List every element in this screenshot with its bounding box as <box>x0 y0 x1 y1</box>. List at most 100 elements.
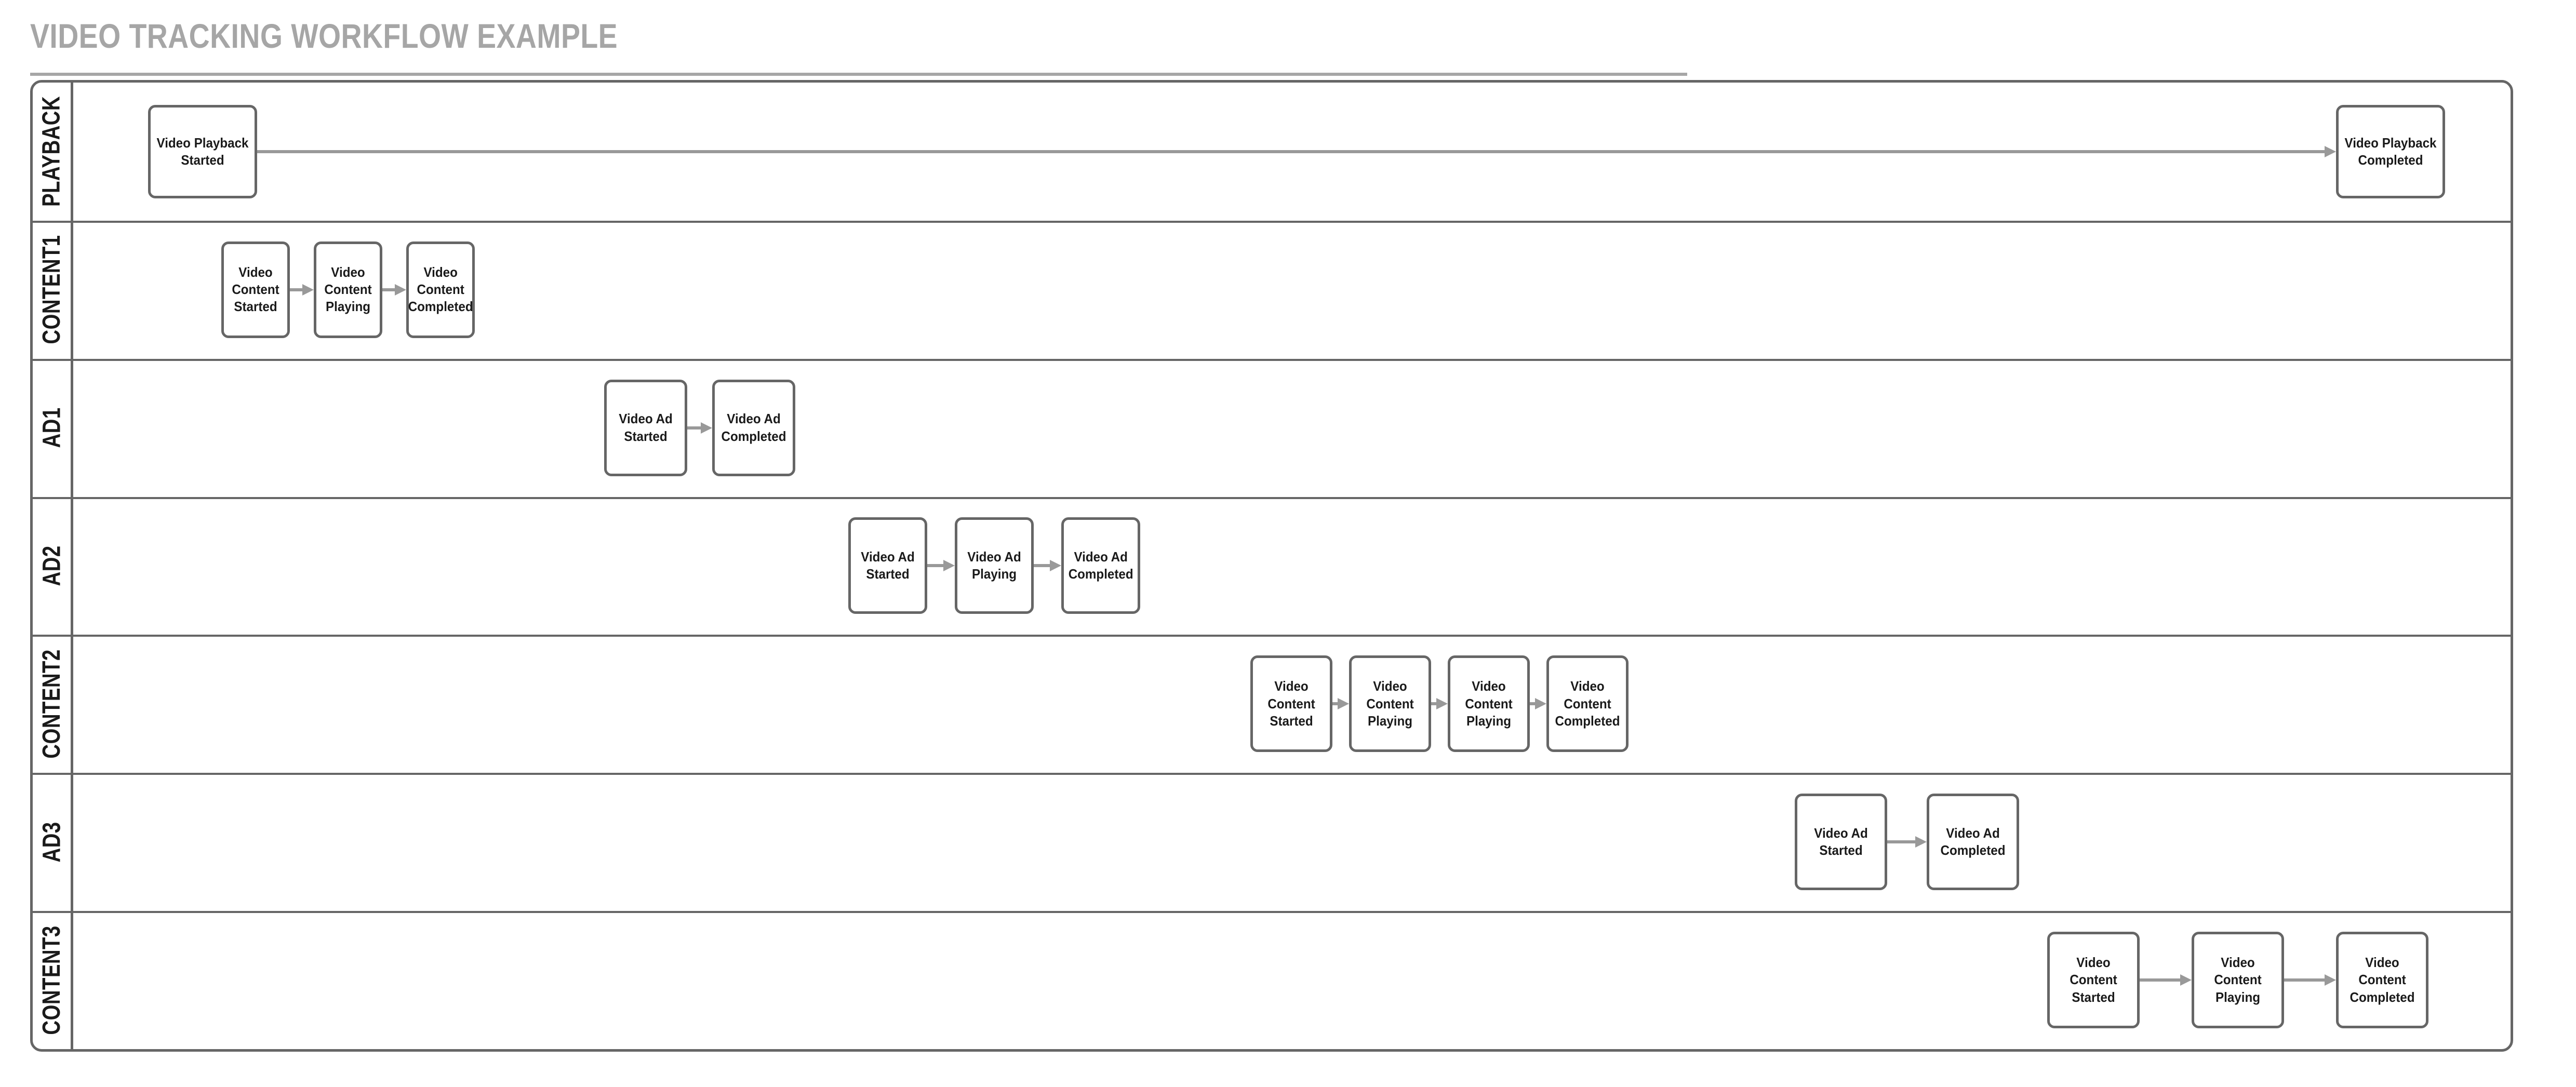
lane-header-content3[interactable]: CONTENT3 <box>33 911 73 1049</box>
connector-line <box>2284 978 2326 982</box>
lane-header-content2[interactable]: CONTENT2 <box>33 635 73 773</box>
flow-node-label: Video Ad Completed <box>1940 825 2006 858</box>
flow-node-label: Video Ad Completed <box>1068 549 1133 582</box>
lane-header-label: CONTENT1 <box>38 235 65 344</box>
flow-connector <box>2284 974 2336 986</box>
flow-connector <box>1034 560 1061 572</box>
lane-header-content1[interactable]: CONTENT1 <box>33 220 73 359</box>
flow-node[interactable]: Video Content Completed <box>406 241 475 338</box>
flow-node-label: Video Content Playing <box>1465 678 1513 729</box>
flow-connector <box>382 284 406 296</box>
flow-node[interactable]: Video Content Started <box>2047 932 2140 1029</box>
lane-body: Video Playback Started Video Playback Com… <box>73 83 2511 221</box>
lane-divider <box>33 496 2511 499</box>
connector-line <box>1431 702 1437 706</box>
swimlane-ad3: AD3 Video Ad Started Video Ad Completed <box>33 773 2511 911</box>
flow-node[interactable]: Video Ad Started <box>848 517 927 614</box>
title-divider <box>30 73 1687 76</box>
connector-line <box>257 150 2326 153</box>
flow-connector <box>1332 698 1349 710</box>
lane-header-label: AD2 <box>38 545 65 586</box>
connector-line <box>290 288 303 291</box>
flow-node[interactable]: Video Content Completed <box>1546 655 1629 753</box>
flow-node[interactable]: Video Ad Started <box>604 379 687 476</box>
flow-node[interactable]: Video Content Playing <box>314 241 382 338</box>
flow-node-label: Video Content Completed <box>408 264 473 315</box>
lane-divider <box>33 220 2511 223</box>
flow-node-label: Video Content Playing <box>324 264 372 315</box>
flow-connector <box>687 422 712 434</box>
arrow-head-icon <box>1436 698 1448 710</box>
connector-line <box>1034 564 1051 568</box>
flow-node[interactable]: Video Playback Started <box>148 104 257 198</box>
connector-line <box>2140 978 2181 982</box>
arrow-head-icon <box>2180 974 2192 986</box>
flow-connector <box>1887 836 1927 848</box>
arrow-head-icon <box>2325 145 2336 157</box>
flow-node-label: Video Ad Playing <box>967 549 1021 582</box>
arrow-head-icon <box>943 560 955 572</box>
lane-divider <box>33 773 2511 775</box>
flow-connector <box>257 145 2336 157</box>
lane-header-label: CONTENT2 <box>38 649 65 759</box>
lane-divider <box>33 635 2511 637</box>
flow-node[interactable]: Video Content Playing <box>1448 655 1530 753</box>
lane-body: Video Ad Started Video Ad Completed <box>73 773 2511 911</box>
flow-node-label: Video Content Playing <box>2214 955 2262 1005</box>
flow-node[interactable]: Video Ad Started <box>1795 794 1887 891</box>
flow-node[interactable]: Video Ad Completed <box>1061 517 1140 614</box>
lane-header-ad2[interactable]: AD2 <box>33 496 73 635</box>
flow-node-label: Video Ad Started <box>619 411 673 444</box>
lane-header-label: AD3 <box>38 822 65 863</box>
arrow-head-icon <box>701 422 712 434</box>
flow-connector <box>2140 974 2192 986</box>
flow-node[interactable]: Video Content Completed <box>2336 932 2428 1029</box>
arrow-head-icon <box>1050 560 1061 572</box>
connector-line <box>927 564 944 568</box>
title-block: VIDEO TRACKING WORKFLOW EXAMPLE <box>30 17 1687 76</box>
arrow-head-icon <box>2325 974 2336 986</box>
arrow-head-icon <box>1915 836 1927 848</box>
flow-node[interactable]: Video Content Started <box>1250 655 1332 753</box>
connector-line <box>382 288 396 291</box>
connector-line <box>1332 702 1339 706</box>
flow-node-label: Video Playback Started <box>156 135 249 168</box>
swimlane-ad2: AD2 Video Ad Started Video Ad Playing Video… <box>33 496 2511 635</box>
page-title: VIDEO TRACKING WORKFLOW EXAMPLE <box>30 17 618 55</box>
flow-connector <box>290 284 314 296</box>
arrow-head-icon <box>1535 698 1546 710</box>
flow-node-label: Video Content Started <box>232 264 279 315</box>
connector-line <box>1530 702 1536 706</box>
flow-node[interactable]: Video Content Playing <box>1349 655 1431 753</box>
lane-body: Video Content Started Video Content Playi… <box>73 221 2511 359</box>
lane-header-label: PLAYBACK <box>38 96 66 207</box>
lane-body: Video Content Started Video Content Playi… <box>73 635 2511 773</box>
flow-node[interactable]: Video Content Started <box>221 241 290 338</box>
flow-node-label: Video Ad Completed <box>721 411 786 444</box>
flow-node[interactable]: Video Content Playing <box>2192 932 2284 1029</box>
lane-header-playback[interactable]: PLAYBACK <box>33 83 73 221</box>
lane-body: Video Content Started Video Content Playi… <box>73 911 2511 1049</box>
lane-header-ad1[interactable]: AD1 <box>33 358 73 497</box>
flow-node-label: Video Content Playing <box>1366 678 1414 729</box>
lane-header-label: AD1 <box>38 407 65 448</box>
swimlane-ad1: AD1 Video Ad Started Video Ad Completed <box>33 358 2511 497</box>
flow-node[interactable]: Video Ad Completed <box>712 379 795 476</box>
flow-node-label: Video Ad Started <box>861 549 915 582</box>
lane-header-ad3[interactable]: AD3 <box>33 773 73 911</box>
arrow-head-icon <box>395 284 406 296</box>
flow-node[interactable]: Video Ad Completed <box>1927 794 2019 891</box>
arrow-head-icon <box>1338 698 1349 710</box>
connector-line <box>1887 840 1916 844</box>
flow-node[interactable]: Video Ad Playing <box>955 517 1034 614</box>
lane-header-label: CONTENT3 <box>38 925 65 1035</box>
flow-connector <box>1431 698 1448 710</box>
flow-connector <box>1530 698 1546 710</box>
lane-divider <box>33 911 2511 914</box>
flow-node[interactable]: Video Playback Completed <box>2336 104 2445 198</box>
